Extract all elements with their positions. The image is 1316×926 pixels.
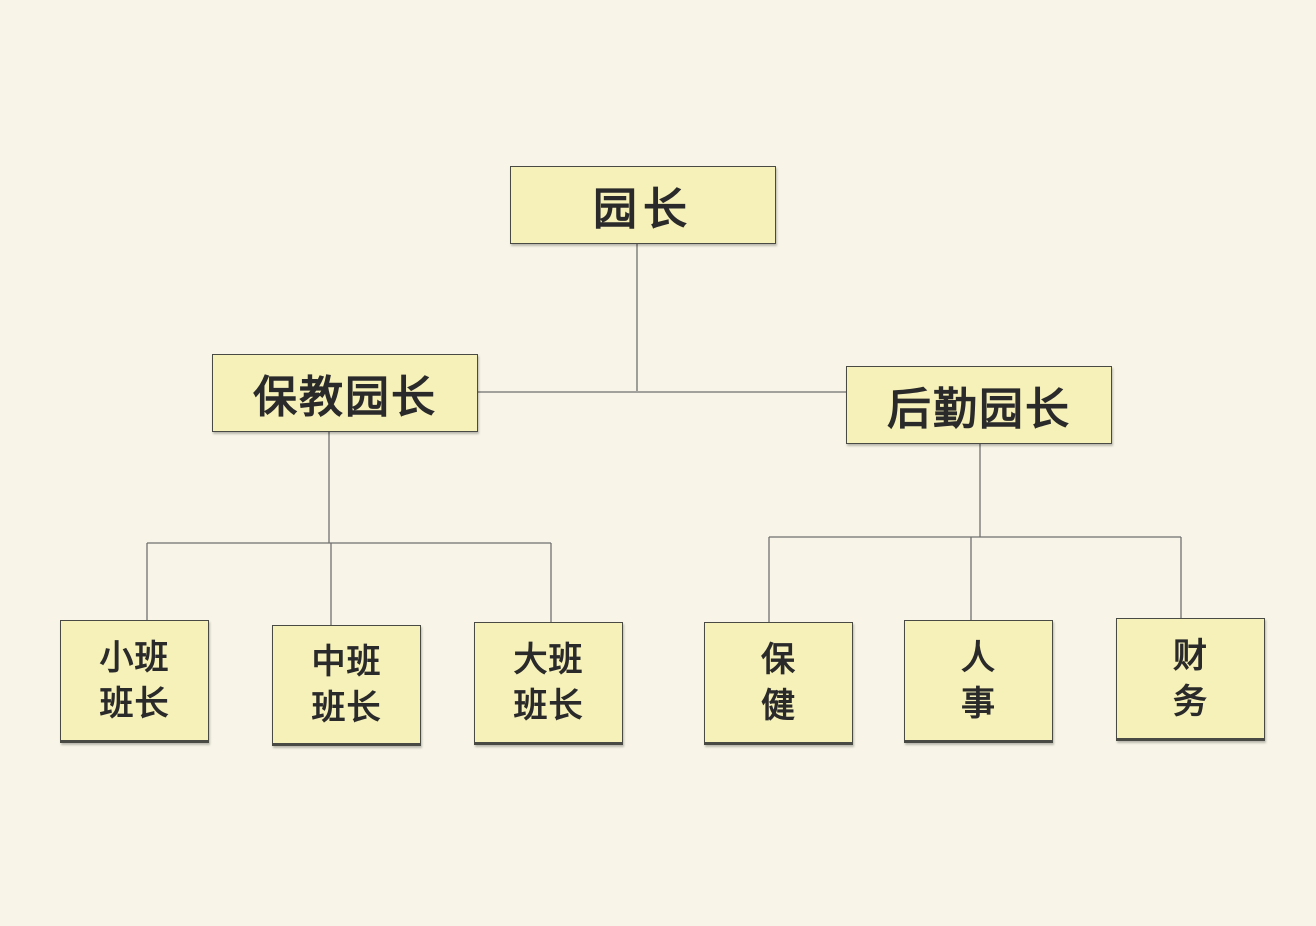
leaf-node-right-2: 人 事 (904, 620, 1053, 743)
leaf-node-line-2: 健 (761, 685, 796, 726)
leaf-node-line-1: 大班 (513, 639, 584, 680)
leaf-node-line-2: 务 (1173, 681, 1208, 722)
leaf-node-line-1: 小班 (99, 637, 170, 678)
leaf-node-right-3: 财 务 (1116, 618, 1265, 741)
leaf-node-line-2: 班长 (99, 683, 170, 724)
branch-node-left: 保教园长 (212, 354, 478, 432)
leaf-node-left-3: 大班 班长 (474, 622, 623, 745)
leaf-node-left-1: 小班 班长 (60, 620, 209, 743)
leaf-node-line-1: 保 (761, 639, 796, 680)
root-node: 园长 (510, 166, 776, 244)
leaf-node-line-2: 班长 (513, 685, 584, 726)
branch-node-left-label: 保教园长 (253, 372, 437, 423)
leaf-node-right-1: 保 健 (704, 622, 853, 745)
leaf-node-line-1: 人 (961, 637, 996, 678)
leaf-node-line-1: 财 (1173, 635, 1208, 676)
branch-node-right-label: 后勤园长 (887, 384, 1071, 435)
branch-node-right: 后勤园长 (846, 366, 1112, 444)
leaf-node-left-2: 中班 班长 (272, 625, 421, 746)
leaf-node-line-2: 事 (961, 683, 996, 724)
leaf-node-line-2: 班长 (311, 687, 382, 728)
root-node-label: 园长 (593, 184, 693, 235)
leaf-node-line-1: 中班 (311, 641, 382, 682)
